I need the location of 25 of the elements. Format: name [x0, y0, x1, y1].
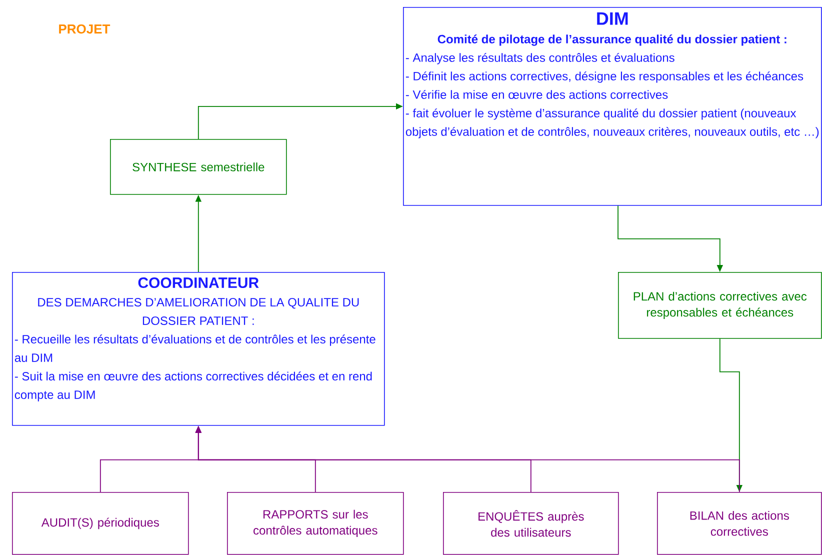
box-label: SYNTHESE semestrielle [132, 162, 264, 172]
heading: DIM [597, 12, 628, 25]
process-box [657, 492, 822, 555]
box-label: ENQUÊTES auprès des utilisateurs [478, 510, 584, 537]
title: PROJET [59, 24, 110, 34]
box-label: BILAN des actions correctives [690, 511, 789, 536]
process-box [227, 492, 404, 555]
heading: COORDINATEUR [138, 277, 259, 288]
subheading: DES DEMARCHES D’AMELIORATION DE LA QUALITE DU DOSSIER PATIENT : [38, 298, 359, 325]
box-label: AUDIT(S) périodiques [41, 518, 159, 530]
process-box [12, 492, 189, 555]
box-label: RAPPORTS sur les contrôles automatiques [254, 510, 378, 537]
list-item: - Suit la mise en œuvre des actions correctives décidées et en rend compte au DIM [14, 372, 372, 402]
process-box [618, 272, 822, 339]
process-box [403, 7, 822, 206]
list-item: - Vérifie la mise en œuvre des actions correctives [406, 90, 668, 99]
process-box [110, 139, 287, 195]
process-box [12, 272, 385, 426]
box-label: PLAN d’actions correctives avec responsables et échéances [634, 292, 807, 319]
subheading: Comité de pilotage de l’assurance qualité du dossier patient : [438, 34, 786, 46]
list-item: - fait évoluer le système d’assurance qualité du dossier patient (nouveaux objets d’évaluation et de contrôles, nouveaux critères, nouveaux outils, etc …) [406, 108, 819, 138]
list-item: - Recueille les résultats d’évaluations et de contrôles et les présente au DIM [14, 334, 376, 362]
process-box [443, 492, 619, 555]
list-item: - Analyse les résultats des contrôles et évaluations [406, 52, 674, 64]
list-item: - Définit les actions correctives, désigne les responsables et les échéances [406, 71, 804, 83]
